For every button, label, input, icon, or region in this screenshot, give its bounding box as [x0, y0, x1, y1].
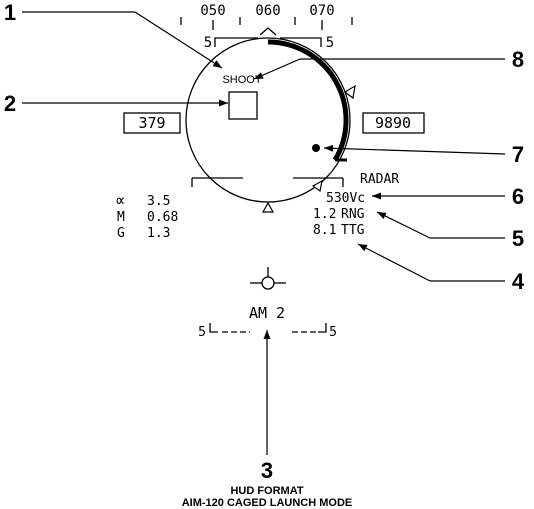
pitch-bar-right-end	[318, 323, 327, 333]
caption-title: HUD FORMAT	[230, 485, 303, 497]
bank-label-left: 5	[204, 35, 212, 51]
mach-value: 0.68	[147, 210, 178, 225]
heading-label-070: 070	[309, 3, 334, 19]
bank-bracket-right	[280, 37, 322, 47]
g-label: G	[117, 226, 125, 241]
leader-8-arrow	[253, 58, 301, 80]
airspeed-value: 379	[138, 114, 165, 132]
callout-2: 2	[4, 91, 16, 116]
airspeed-window: 379	[123, 112, 181, 134]
pitch-bar-left-end	[209, 323, 218, 333]
range-bar-arc	[267, 39, 349, 162]
flight-data-block: ∝ 3.5 M 0.68 G 1.3	[115, 191, 178, 241]
steering-dot-icon	[312, 144, 320, 152]
leader-1-arrow	[134, 11, 223, 69]
altitude-box	[362, 112, 425, 134]
altitude-value: 9890	[375, 114, 411, 132]
target-data-block: RADAR 530Vc 1.2 RNG 8.1 TTG	[313, 172, 399, 238]
range-value: 1.2	[313, 207, 336, 222]
heading-caret	[259, 27, 277, 36]
callout-6: 6	[512, 184, 524, 209]
closure-rate: 530Vc	[326, 191, 365, 206]
airspeed-box	[123, 112, 181, 134]
callout-numbers: 1 2 3 4 5 6 7 8	[4, 0, 525, 483]
ttg-value: 8.1	[313, 223, 336, 238]
reticle: SHOOT	[185, 37, 356, 213]
callout-leaders	[22, 11, 506, 455]
aircraft-reference-symbol	[250, 267, 286, 290]
sensor-label: RADAR	[360, 172, 399, 187]
callout-1: 1	[4, 0, 16, 25]
range-caret-icon	[343, 84, 356, 100]
heading-label-050: 050	[200, 3, 225, 19]
heading-label-060: 060	[255, 3, 280, 19]
leader-7	[323, 144, 506, 155]
weapon-status: AM 2	[249, 304, 285, 322]
aoa-value: 3.5	[147, 194, 170, 209]
shoot-cue: SHOOT	[222, 74, 261, 86]
pitch-label-right: 5	[329, 325, 337, 340]
waterline-circle	[261, 276, 275, 290]
g-value: 1.3	[147, 226, 170, 241]
callout-8: 8	[512, 47, 524, 72]
callout-4: 4	[512, 269, 525, 294]
target-designator-box	[228, 91, 258, 120]
aoa-symbol: ∝	[115, 191, 125, 211]
bank-bracket-left	[214, 37, 258, 47]
bottom-caret-icon	[261, 201, 275, 213]
altitude-window: 9890	[362, 112, 425, 134]
closure-caret-icon	[311, 179, 323, 193]
callout-7: 7	[512, 142, 524, 167]
bank-scale: 5 5	[204, 35, 334, 51]
bank-label-right: 5	[326, 35, 334, 51]
heading-scale: 050 060 070	[180, 3, 353, 36]
callout-5: 5	[512, 226, 524, 251]
leader-4-arrow	[357, 243, 431, 282]
callout-3: 3	[261, 458, 273, 483]
caption-subtitle: AIM-120 CAGED LAUNCH MODE	[182, 497, 353, 509]
range-label: RNG	[341, 207, 365, 222]
pitch-ladder: 5 5	[198, 323, 337, 340]
pitch-label-left: 5	[198, 325, 206, 340]
leader-5-arrow	[376, 211, 431, 239]
mach-label: M	[117, 210, 125, 225]
ttg-label: TTG	[341, 223, 365, 238]
